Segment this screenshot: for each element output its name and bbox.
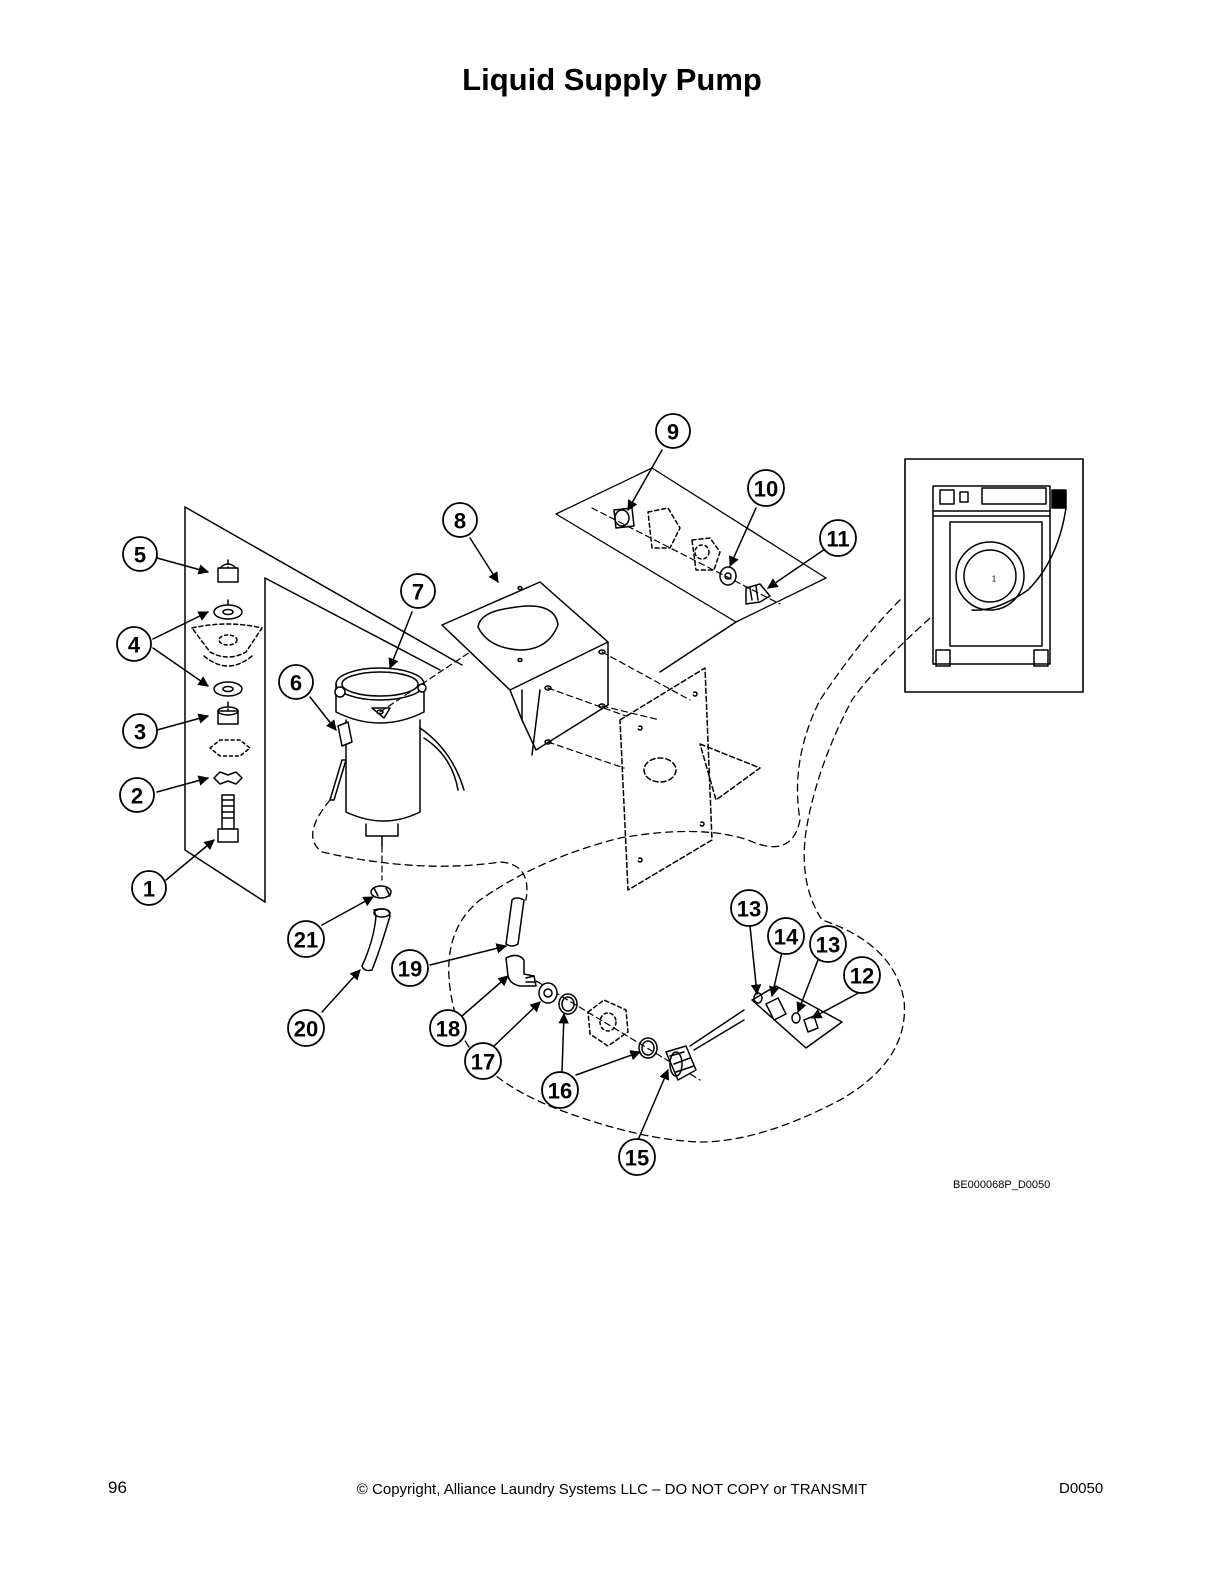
callout-13: 13 (737, 897, 761, 922)
callout-15: 15 (625, 1146, 649, 1171)
pump-canister (329, 667, 465, 847)
callout-20: 20 (294, 1017, 318, 1042)
document-code: D0050 (1059, 1480, 1104, 1497)
page-title: Liquid Supply Pump (462, 62, 762, 97)
callout-2: 2 (131, 784, 143, 809)
callout-4: 4 (128, 633, 141, 658)
callout-16: 16 (548, 1079, 572, 1104)
callout-11: 11 (826, 527, 849, 552)
callout-5: 5 (134, 543, 146, 568)
callout-18: 18 (436, 1017, 460, 1042)
callout-3: 3 (134, 720, 146, 745)
hardware-plane-right (555, 467, 827, 673)
callout-13: 13 (816, 933, 840, 958)
copyright-notice: © Copyright, Alliance Laundry Systems LL… (356, 1481, 868, 1498)
callout-10: 10 (754, 477, 778, 502)
centerlines (379, 507, 781, 1081)
lower-fittings (361, 885, 697, 1081)
hardware-stack-left (191, 563, 263, 843)
callout-6: 6 (290, 671, 302, 696)
callout-19: 19 (398, 957, 422, 982)
washer-inset (904, 458, 1084, 693)
detail-plane-small (689, 985, 843, 1051)
callout-7: 7 (412, 580, 424, 605)
callout-circles (116, 413, 881, 1176)
leader-lines (152, 449, 865, 1141)
callout-12: 12 (850, 964, 874, 989)
callout-14: 14 (774, 925, 799, 950)
callout-21: 21 (294, 928, 318, 953)
hose-routing (312, 591, 961, 1143)
callout-9: 9 (667, 420, 679, 445)
callout-1: 1 (143, 877, 155, 902)
figure-id: BE000068P_D0050 (953, 1179, 1051, 1191)
mounting-panel-left (184, 506, 463, 903)
pump-bracket (441, 581, 609, 756)
callout-8: 8 (454, 509, 466, 534)
page-number: 96 (108, 1478, 127, 1497)
inset-detail-label: 1 (992, 575, 997, 584)
callout-17: 17 (471, 1050, 495, 1075)
cabinet-panel (619, 667, 761, 891)
